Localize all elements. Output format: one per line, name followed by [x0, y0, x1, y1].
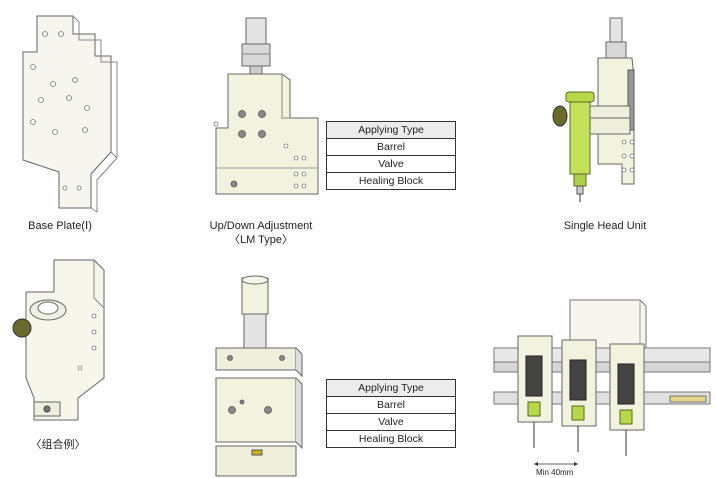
- applying-type-row: Valve: [326, 155, 456, 173]
- updown-adjustment-illustration-2: [215, 275, 303, 477]
- caption-single-head: Single Head Unit: [563, 220, 647, 232]
- applying-type-header: Applying Type: [326, 379, 456, 397]
- applying-type-row: Valve: [326, 413, 456, 431]
- caption-assembly-example: 〈组合例〉: [30, 439, 86, 451]
- applying-type-row: Healing Block: [326, 172, 456, 190]
- applying-type-row: Healing Block: [326, 430, 456, 448]
- applying-type-table-1: Applying Type Barrel Valve Healing Block: [326, 121, 456, 190]
- assembly-example-illustration: [12, 259, 105, 421]
- caption-base-plate: Base Plate(Ⅰ): [28, 220, 92, 232]
- caption-updown-line1: Up/Down Adjustment: [209, 220, 313, 232]
- multi-head-unit-illustration: Min 40mm: [493, 299, 711, 477]
- updown-adjustment-illustration: [213, 17, 319, 195]
- applying-type-row: Barrel: [326, 396, 456, 414]
- caption-updown-line2: 〈LM Type〉: [229, 234, 293, 246]
- single-head-unit-illustration: [552, 17, 635, 202]
- applying-type-row: Barrel: [326, 138, 456, 156]
- applying-type-header: Applying Type: [326, 121, 456, 139]
- applying-type-table-2: Applying Type Barrel Valve Healing Block: [326, 379, 456, 448]
- base-plate-illustration: [22, 15, 118, 213]
- min-pitch-label: Min 40mm: [536, 468, 574, 477]
